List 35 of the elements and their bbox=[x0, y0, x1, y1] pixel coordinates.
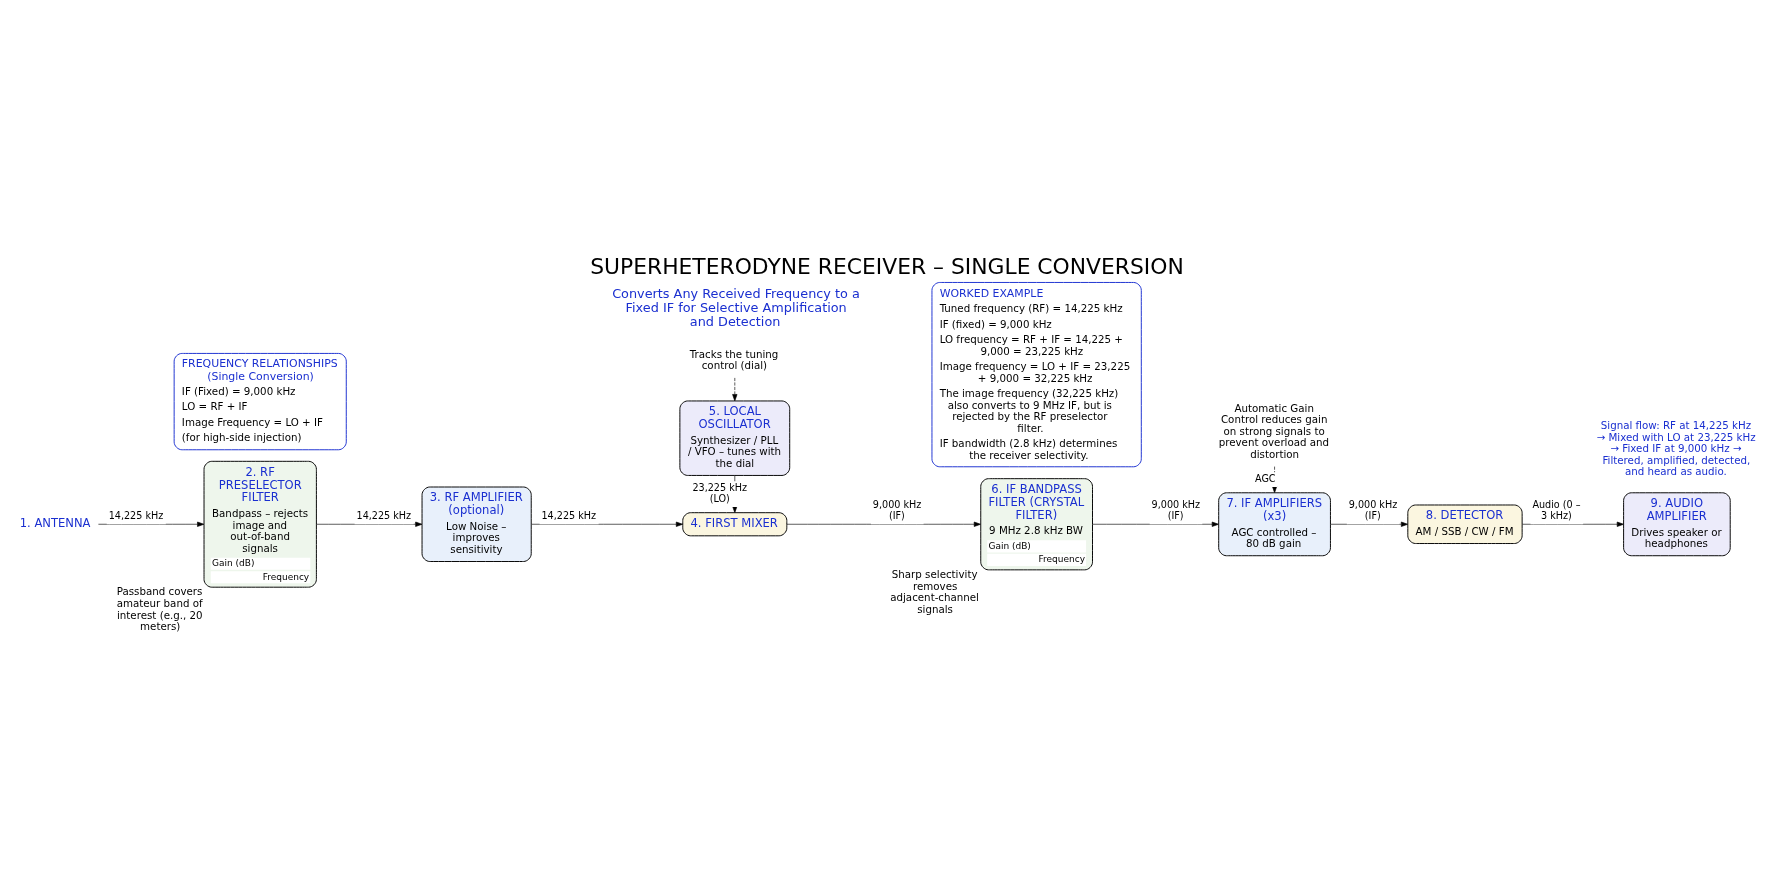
node-text: Automatic Gain Control reduces gain on strong signals to prevent overload and distortion bbox=[1218, 401, 1330, 460]
node-text: 1. ANTENNA bbox=[19, 516, 91, 531]
arrow bbox=[1092, 521, 1219, 527]
node-box: 4. FIRST MIXER bbox=[682, 512, 788, 537]
node-box: 7. IF AMPLIFIERS (x3) AGC controlled – 80 dB gain bbox=[1218, 492, 1331, 557]
node-box: 6. IF BANDPASS FILTER (CRYSTAL FILTER) 9 MHz 2.8 kHz BW Gain (dB) Frequency bbox=[980, 478, 1093, 571]
node-box: FREQUENCY RELATIONSHIPS (Single Conversion) IF (Fixed) = 9,000 kHz LO = RF + IF Image Frequency = LO + IF (for high-side injection) bbox=[173, 352, 347, 451]
node-text: Tracks the tuning control (dial) bbox=[689, 347, 779, 372]
edge-label: 9,000 kHz (IF) bbox=[872, 499, 922, 522]
node-box: 8. DETECTOR AM / SSB / CW / FM bbox=[1407, 504, 1523, 544]
edge-label: 9,000 kHz (IF) bbox=[1151, 499, 1201, 522]
node-box: 2. RF PRESELECTOR FILTER Bandpass – rejects image and out-of-band signals Gain (dB) Frequency bbox=[203, 460, 317, 588]
edge-label: 14,225 kHz bbox=[541, 510, 597, 522]
arrow bbox=[316, 521, 423, 527]
arrow bbox=[1330, 521, 1409, 527]
node-box: WORKED EXAMPLE Tuned frequency (RF) = 14,225 kHz IF (fixed) = 9,000 kHz LO frequency = RF + IF = 14,225 + 9,000 = 23,225 kHz Image frequency = LO + IF = 23,225 + 9,000 = 32,225 kHz The image frequency (32,225 kHz) also converts to 9 MHz IF, but is rejected by the RF preselector filter. IF bandwidth (2.8 kHz) determines the receiver selectivity. bbox=[931, 282, 1142, 468]
edge-label: 14,225 kHz bbox=[108, 510, 164, 522]
arrow bbox=[786, 521, 981, 527]
node-label: Passband covers amateur band of interest (e.g., 20 meters) bbox=[116, 585, 203, 633]
arrow bbox=[98, 521, 205, 527]
label: Converts Any Received Frequency to a Fixed IF for Selective Amplification and Detection bbox=[612, 286, 860, 330]
node-box: 9. AUDIO AMPLIFIER Drives speaker or headphones bbox=[1623, 492, 1731, 557]
node-box: 5. LOCAL OSCILLATOR Synthesizer / PLL / VFO – tunes with the dial bbox=[679, 400, 791, 476]
arrow bbox=[1522, 521, 1624, 527]
edge-label: AGC bbox=[1254, 473, 1276, 485]
edge-label: 23,225 kHz (LO) bbox=[692, 481, 748, 504]
edge-label: Audio (0 – 3 kHz) bbox=[1532, 499, 1581, 522]
node-label: Sharp selectivity removes adjacent-channel signals bbox=[890, 568, 979, 615]
caption: Signal flow: RF at 14,225 kHz → Mixed with LO at 23,225 kHz → Fixed IF at 9,000 kHz → Filtered, amplified, detected, and heard as audio. bbox=[1596, 419, 1756, 478]
arrow bbox=[531, 521, 683, 527]
arrow bbox=[732, 377, 738, 402]
edge-label: 9,000 kHz (IF) bbox=[1348, 499, 1398, 522]
node-box: 3. RF AMPLIFIER (optional) Low Noise – improves sensitivity bbox=[421, 486, 532, 562]
diagram-title: SUPERHETERODYNE RECEIVER – SINGLE CONVERSION bbox=[590, 253, 1184, 279]
edge-label: 14,225 kHz bbox=[356, 510, 412, 522]
